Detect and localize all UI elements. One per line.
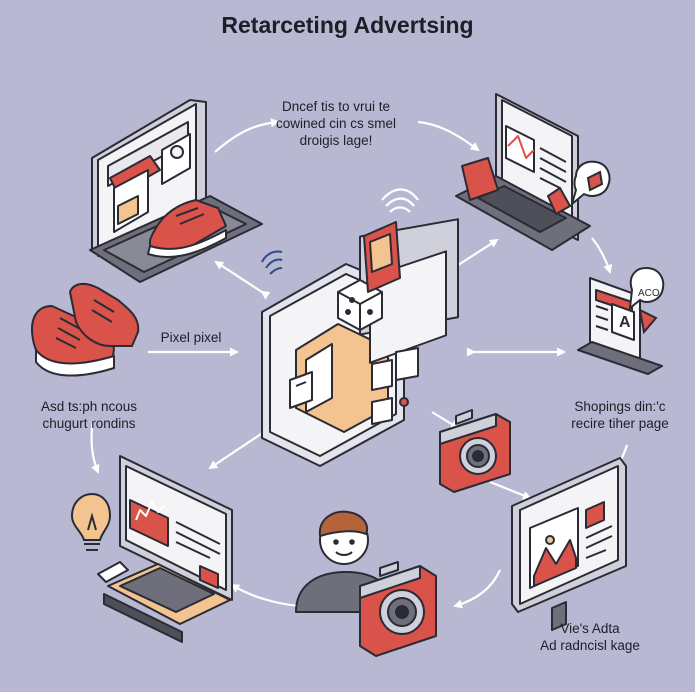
label-pixel: Pixel pixel (148, 329, 234, 346)
cube-icon (337, 279, 383, 331)
monitor-icon (97, 455, 233, 643)
arrow-top-left-curve (214, 118, 280, 153)
note-top: Dncef tis to vrui te cowined cin cs smel… (266, 98, 406, 149)
monitor-icon (511, 457, 627, 631)
shoe-icon (147, 199, 227, 258)
tablet-icon (577, 277, 663, 375)
note-top-line-3: droigis lage! (299, 133, 373, 148)
note-left: Asd ts:ph ncous chugurt rondins (24, 398, 154, 432)
bubble-text: ACO (638, 288, 660, 299)
laptop-icon (455, 93, 591, 251)
arrow-camera-to-monitor (489, 480, 532, 500)
note-bottom: Vie's Adta Ad radncisl kage (520, 620, 660, 654)
note-left-line-2: chugurt rondins (42, 416, 136, 431)
arrow-bottom-right (453, 569, 502, 609)
chat-bubble-icon (628, 266, 665, 335)
ad-card (363, 221, 401, 293)
note-top-line-1: Dncef tis to vrui te (281, 99, 391, 114)
arrow-left-down (90, 419, 100, 474)
note-right-line-2: recire tiher page (571, 416, 669, 431)
note-right-line-1: Shopings din:'c (574, 399, 666, 414)
wifi-icon (381, 188, 419, 213)
note-bottom-line-1: Vie's Adta (560, 621, 620, 636)
chat-bubble-icon (570, 160, 611, 207)
arrow-bottom-left (230, 583, 301, 608)
note-left-line-1: Asd ts:ph ncous (40, 399, 138, 414)
flow-arrows (90, 118, 629, 609)
note-right: Shopings din:'c recire tiher page (556, 398, 684, 432)
arrow-center-down (431, 411, 460, 430)
page-title: Retarceting Advertsing (221, 12, 474, 38)
wifi-icon (261, 250, 283, 275)
arrow-top-right-curve (417, 120, 480, 152)
lightbulb-icon (70, 492, 112, 551)
shoe-icon (31, 282, 140, 377)
arrow-right-down (591, 237, 613, 274)
center-monitor (261, 218, 459, 467)
note-bottom-line-2: Ad radncisl kage (540, 638, 640, 653)
ad-letter: A (619, 314, 631, 331)
note-top-line-2: cowined cin cs smel (275, 116, 397, 131)
camera-icon (439, 409, 511, 493)
arrow-center-left-up (214, 260, 271, 300)
label-pixel-text: Pixel pixel (160, 330, 222, 345)
camera-icon (359, 561, 437, 657)
